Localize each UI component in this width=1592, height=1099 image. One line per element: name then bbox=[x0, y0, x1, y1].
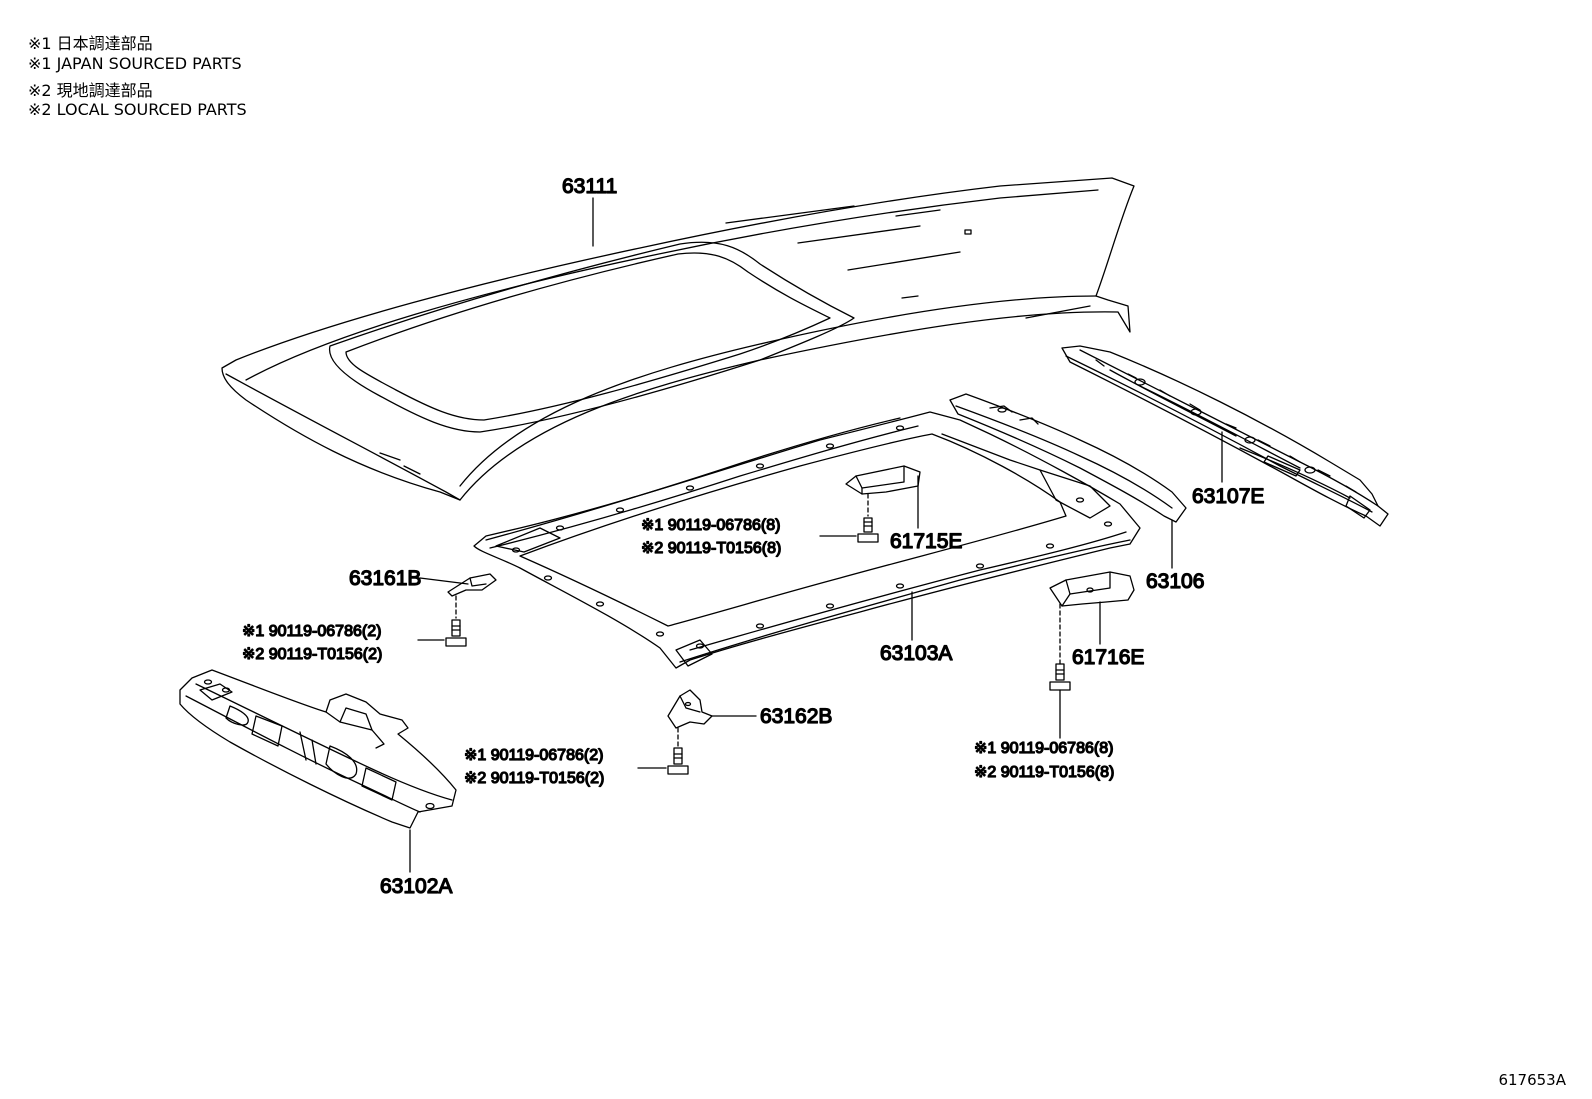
label-63102A: 63102A bbox=[380, 875, 452, 898]
bolt-right[interactable] bbox=[1050, 664, 1070, 690]
front-header-panel[interactable] bbox=[180, 670, 456, 828]
bracket-61715e[interactable] bbox=[846, 466, 920, 494]
bolt-left-japan: ※1 90119-06786(2) bbox=[242, 623, 381, 640]
bracket-63162b[interactable] bbox=[668, 690, 712, 728]
bolt-bottom-center-local: ※2 90119-T0156(2) bbox=[464, 770, 604, 787]
bolt-right-japan: ※1 90119-06786(8) bbox=[974, 740, 1113, 757]
bolt-center[interactable] bbox=[858, 518, 878, 542]
label-63106: 63106 bbox=[1146, 570, 1204, 593]
diagram-id: 617653A bbox=[1498, 1071, 1566, 1089]
bolt-bottom-center[interactable] bbox=[668, 748, 688, 774]
label-63162B: 63162B bbox=[760, 705, 832, 728]
note-local-jp: ※2 現地調達部品 bbox=[28, 81, 153, 100]
label-63107E: 63107E bbox=[1192, 485, 1264, 508]
label-63111: 63111 bbox=[562, 175, 617, 198]
label-63103A: 63103A bbox=[880, 642, 952, 665]
bolt-center-local: ※2 90119-T0156(8) bbox=[641, 540, 781, 557]
rear-header-panel[interactable] bbox=[1062, 346, 1388, 526]
note-japan-jp: ※1 日本調達部品 bbox=[28, 34, 153, 53]
label-61715E: 61715E bbox=[890, 530, 962, 553]
bracket-63161b[interactable] bbox=[448, 574, 496, 596]
label-61716E: 61716E bbox=[1072, 646, 1144, 669]
bolt-center-japan: ※1 90119-06786(8) bbox=[641, 517, 780, 534]
bolt-left[interactable] bbox=[446, 620, 466, 646]
bolt-right-local: ※2 90119-T0156(8) bbox=[974, 764, 1114, 781]
sunroof-reinforcement-frame[interactable] bbox=[474, 412, 1140, 668]
roof-panel[interactable] bbox=[222, 178, 1134, 500]
note-local-en: ※2 LOCAL SOURCED PARTS bbox=[28, 100, 247, 119]
label-63161B: 63161B bbox=[349, 567, 421, 590]
leader-63161B bbox=[420, 578, 468, 584]
bolt-bottom-center-japan: ※1 90119-06786(2) bbox=[464, 747, 603, 764]
bracket-61716e[interactable] bbox=[1050, 572, 1134, 606]
note-japan-en: ※1 JAPAN SOURCED PARTS bbox=[28, 54, 242, 73]
side-rail-panel[interactable] bbox=[950, 394, 1186, 522]
bolt-left-local: ※2 90119-T0156(2) bbox=[242, 646, 382, 663]
